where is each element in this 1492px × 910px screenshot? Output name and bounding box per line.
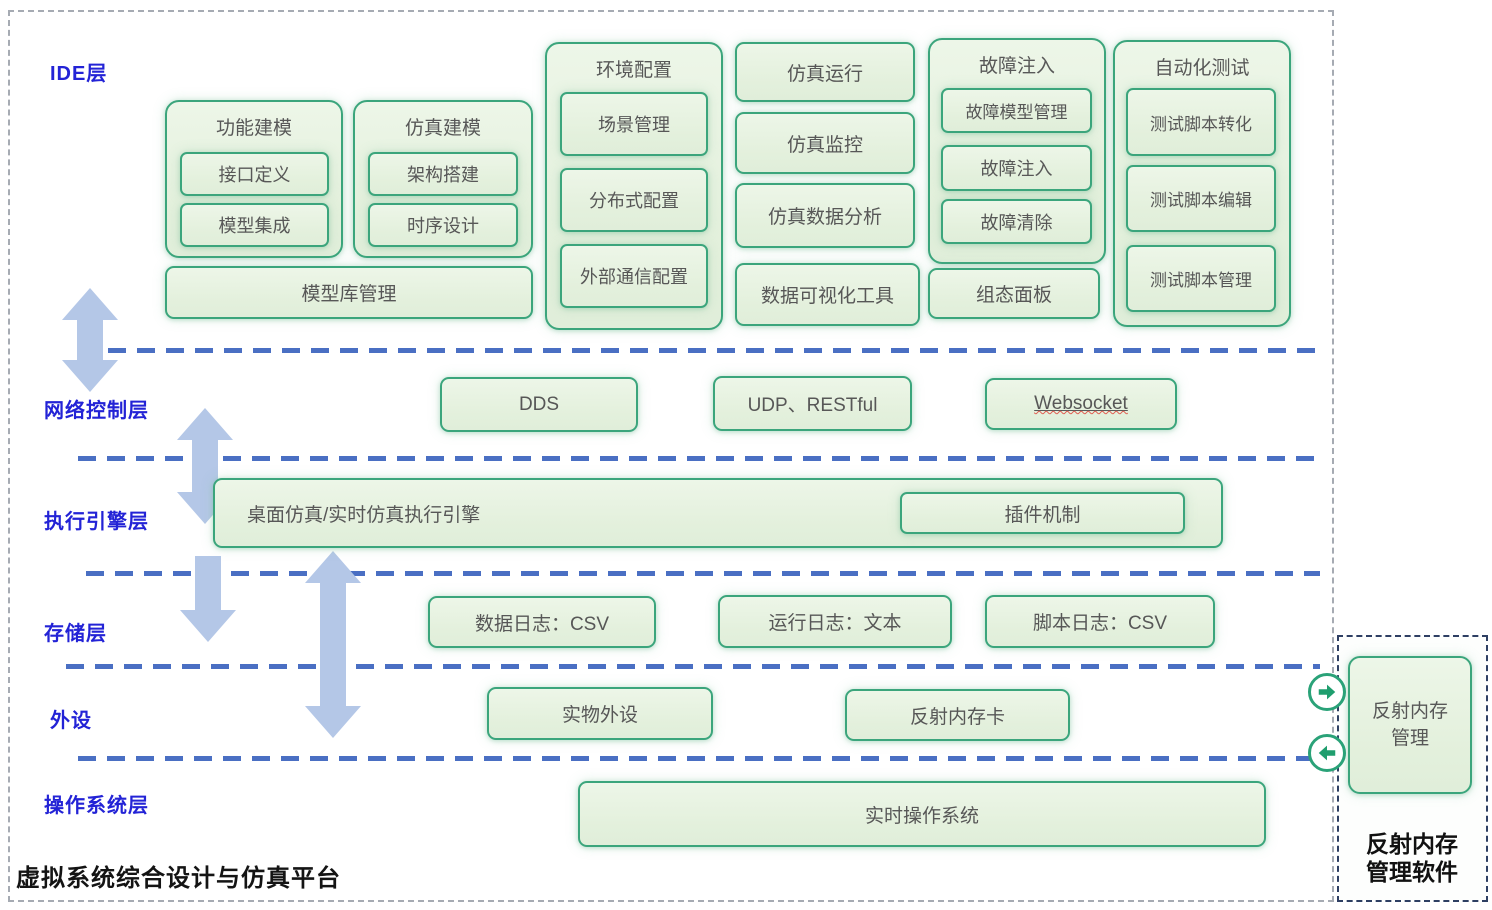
arrow-down-icon [180, 610, 236, 642]
layer-label-peripheral: 外设 [50, 710, 92, 732]
box-reflective-memory-mgmt: 反射内存 管理 [1348, 656, 1472, 794]
box-test-script-edit: 测试脚本编辑 [1126, 165, 1276, 232]
box-fault-model-mgmt: 故障模型管理 [941, 88, 1092, 133]
box-scada-panel: 组态面板 [928, 268, 1100, 319]
platform-title: 虚拟系统综合设计与仿真平台 [16, 865, 341, 892]
box-scene-mgmt: 场景管理 [560, 92, 708, 156]
arrow-left-icon [1308, 734, 1346, 772]
arrow-ide-network [62, 288, 118, 392]
layer-label-os: 操作系统层 [44, 795, 149, 817]
reflective-memory-panel-title: 反射内存 管理软件 [1366, 831, 1458, 885]
arrow-network-engine [177, 408, 233, 524]
arrow-up-icon [305, 551, 361, 583]
divider-network-engine [78, 456, 1320, 461]
box-simulation-run: 仿真运行 [735, 42, 915, 102]
arrow-right-icon [1308, 673, 1346, 711]
box-distributed-config: 分布式配置 [560, 168, 708, 232]
box-run-log-text: 运行日志：文本 [718, 595, 952, 648]
box-script-log-csv: 脚本日志：CSV [985, 595, 1215, 648]
group-title: 自动化测试 [1154, 58, 1250, 79]
box-simulation-monitor: 仿真监控 [735, 112, 915, 174]
box-fault-clear: 故障清除 [941, 199, 1092, 244]
box-interface-definition: 接口定义 [180, 152, 329, 196]
box-model-integration: 模型集成 [180, 203, 329, 247]
box-physical-peripheral: 实物外设 [487, 687, 713, 740]
box-data-visualization: 数据可视化工具 [735, 263, 920, 326]
execution-engine-label: 桌面仿真/实时仿真执行引擎 [247, 504, 481, 526]
divider-ide-network [108, 348, 1320, 353]
layer-label-ide: IDE层 [50, 63, 108, 85]
group-title: 故障注入 [978, 56, 1055, 77]
layer-label-network: 网络控制层 [44, 400, 149, 422]
box-udp-restful: UDP、RESTful [713, 376, 912, 431]
divider-storage-peripheral [66, 664, 1320, 669]
box-test-script-convert: 测试脚本转化 [1126, 88, 1276, 156]
layer-label-engine: 执行引擎层 [44, 511, 149, 533]
box-data-log-csv: 数据日志：CSV [428, 596, 656, 648]
arrow-up-icon [177, 408, 233, 440]
box-architecture-build: 架构搭建 [368, 152, 518, 196]
arrow-down-icon [62, 360, 118, 392]
box-fault-inject: 故障注入 [941, 145, 1092, 191]
group-title: 功能建模 [215, 118, 292, 139]
group-title: 环境配置 [595, 60, 672, 81]
divider-peripheral-os [78, 756, 1320, 761]
arrow-engine-storage [180, 556, 236, 642]
layer-label-storage: 存储层 [44, 623, 107, 645]
box-realtime-os: 实时操作系统 [578, 781, 1266, 847]
box-websocket: Websocket [985, 378, 1177, 430]
divider-engine-storage [86, 571, 1320, 576]
box-sim-data-analysis: 仿真数据分析 [735, 183, 915, 248]
box-external-comm-config: 外部通信配置 [560, 244, 708, 308]
websocket-label: Websocket [1034, 393, 1128, 414]
box-dds: DDS [440, 377, 638, 432]
arrow-up-icon [62, 288, 118, 320]
box-plugin-mechanism: 插件机制 [900, 492, 1185, 534]
group-title: 仿真建模 [404, 118, 481, 139]
box-reflective-memory-card: 反射内存卡 [845, 689, 1070, 741]
box-test-script-mgmt: 测试脚本管理 [1126, 245, 1276, 312]
box-timing-design: 时序设计 [368, 203, 518, 247]
box-model-library-mgmt: 模型库管理 [165, 266, 533, 319]
arrow-down-icon [305, 706, 361, 738]
arrow-engine-peripheral [305, 551, 361, 738]
